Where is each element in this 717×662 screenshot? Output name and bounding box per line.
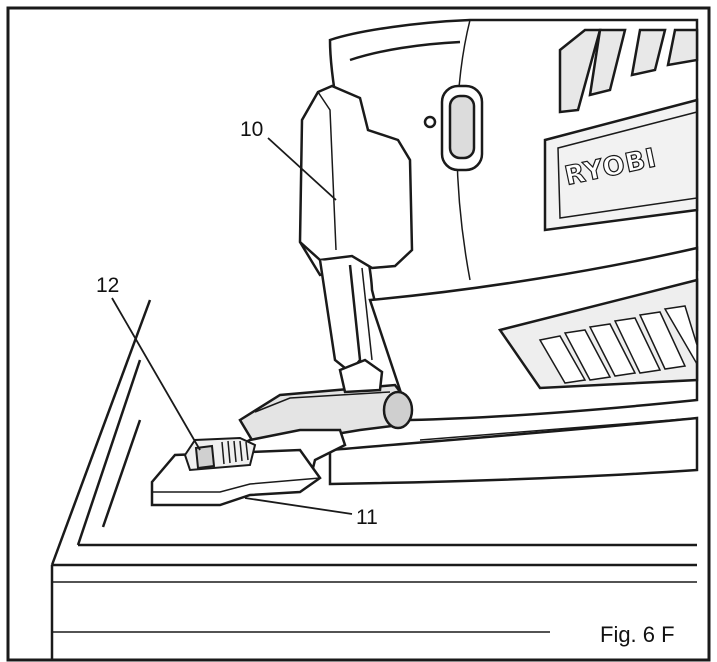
leader-lines <box>111 137 353 515</box>
base-vent-slots <box>538 305 698 384</box>
leader-line-10 <box>267 137 337 201</box>
blade-guide <box>183 436 257 472</box>
callout-12: 12 <box>96 274 119 297</box>
lower-guard-lever <box>298 84 414 374</box>
figure-frame <box>6 6 711 662</box>
leader-line-12 <box>111 297 201 451</box>
workpiece-board <box>50 299 697 660</box>
blade-teeth <box>221 440 249 465</box>
leader-line-11 <box>244 497 353 515</box>
figure-label: Fig. 6 F <box>600 622 675 647</box>
saw-housing <box>328 18 699 324</box>
callout-11: 11 <box>356 506 378 529</box>
saw-base <box>328 246 699 486</box>
callout-10: 10 <box>240 118 263 141</box>
